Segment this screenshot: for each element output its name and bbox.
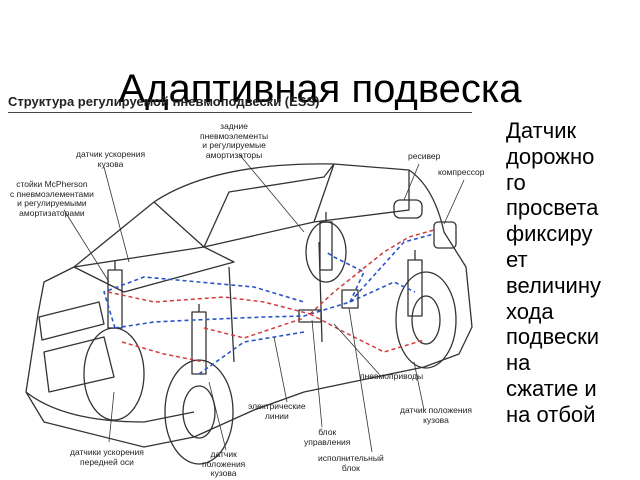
windows xyxy=(203,163,410,248)
callout-mcpherson: стойки McPherson с пневмоэлементами и ре… xyxy=(10,179,94,218)
side-line: на xyxy=(506,350,531,376)
callout-receiver: ресивер xyxy=(408,151,441,161)
strut-rear-right xyxy=(407,259,423,317)
callout-body-accel-sensor: датчик ускорения кузова xyxy=(76,149,146,169)
headlight xyxy=(38,301,105,341)
receiver xyxy=(393,199,423,219)
figure-caption: Структура регулируемой пневмоподвески (E… xyxy=(8,94,320,109)
side-line: дорожно xyxy=(506,143,595,169)
callout-body-position-sensor: датчик положения кузова xyxy=(400,405,472,425)
side-line: на отбой xyxy=(506,401,596,427)
side-line: просвета xyxy=(506,195,599,221)
hood xyxy=(73,246,235,293)
callout-rear-elements: задние пневмоэлементы и регулируемые амо… xyxy=(200,121,269,160)
windshield xyxy=(153,163,335,248)
callout-electric-lines: электрические линии xyxy=(248,401,306,421)
side-line: го xyxy=(506,169,526,195)
side-line: величину xyxy=(506,272,601,298)
suspension-figure: Структура регулируемой пневмоподвески (E… xyxy=(4,92,500,480)
rear-wheel-right xyxy=(395,271,457,369)
slide-title: Адаптивная подвеска xyxy=(118,66,522,111)
side-line: хода xyxy=(506,298,554,324)
callout-control-unit: блок управления xyxy=(304,427,351,447)
grille xyxy=(43,336,115,393)
side-description: Датчик дорожно го просвета фиксиру ет ве… xyxy=(506,118,636,428)
rear-wheel-left xyxy=(305,221,347,283)
strut-front-right xyxy=(191,311,207,375)
side-line: подвески xyxy=(506,324,600,350)
callout-front-axle-sensors: датчики ускорения передней оси xyxy=(70,447,144,467)
callout-pneumatic-lines: пневмоприводы xyxy=(360,371,424,381)
callout-actuator-block: исполнительный блок xyxy=(318,453,384,473)
pneumatic-line xyxy=(114,281,416,329)
compressor xyxy=(433,221,457,249)
callout-compressor: компрессор xyxy=(438,167,485,177)
callout-body-position-sensor-front: датчик положения кузова xyxy=(202,449,246,478)
front-wheel-right xyxy=(164,359,234,465)
front-wheel-left xyxy=(83,327,145,421)
side-line: сжатие и xyxy=(506,375,597,401)
caption-rule xyxy=(8,112,472,113)
actuator-block xyxy=(341,289,359,309)
car-diagram xyxy=(25,153,473,465)
side-line: фиксиру xyxy=(506,221,593,247)
side-line: Датчик xyxy=(506,118,577,143)
strut-rear-left xyxy=(319,221,333,271)
side-line: ет xyxy=(506,246,528,272)
strut-front-left xyxy=(107,269,123,329)
electric-line xyxy=(107,291,311,315)
front-bumper xyxy=(25,391,195,423)
